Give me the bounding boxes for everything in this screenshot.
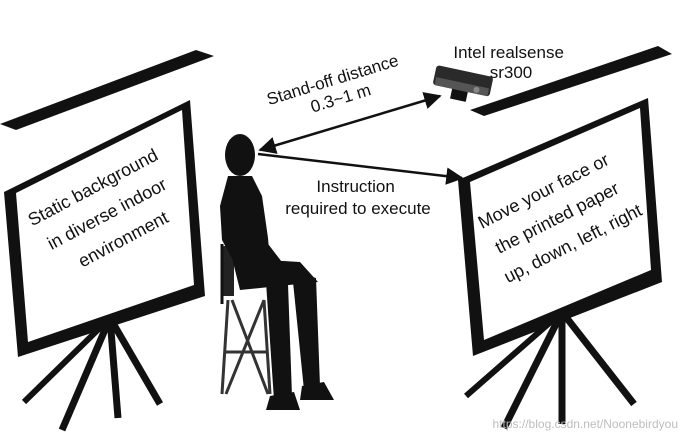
person-foot [266,392,300,410]
camera-label-line: sr300 [490,63,533,82]
left-screen-stand-leg [106,316,164,406]
person-head [225,134,255,176]
chair-leg [262,299,272,395]
right-projector-screen: Move your face or the printed paper up, … [458,46,672,430]
camera-mount [450,88,468,102]
instruction-label: Instruction required to execute [285,177,431,218]
chair-leg [224,299,266,395]
watermark: https://blog.csdn.net/Noonebirdyou [493,417,678,431]
instruction-label-line: required to execute [285,199,431,218]
person-lower-leg [266,282,292,400]
instruction-label-line: Instruction [316,177,394,196]
instruction-arrow [257,152,464,185]
left-screen-top-bar [0,50,214,130]
camera-lens [473,86,480,93]
camera-device [433,65,493,102]
chair-leg [230,299,270,395]
right-screen-stand-leg [559,309,637,407]
camera-label: Intel realsense sr300 [453,43,568,82]
left-screen-surface [16,110,194,342]
left-screen-stand-leg [21,315,113,405]
left-projector-screen: Static background in diverse indoor envi… [0,50,214,432]
chair-back [222,246,234,296]
camera-label-line: Intel realsense [453,43,564,62]
chair-leg [220,299,230,395]
right-screen-top-bar [470,46,672,116]
seated-person-silhouette [220,134,334,410]
standoff-distance-arrow [258,92,442,154]
person-foot [300,382,334,400]
standoff-label: Stand-off distance 0.3~1 m [264,49,411,128]
right-screen-stand-leg [464,309,564,399]
right-screen-stand-leg [500,310,566,430]
left-screen-stand-leg [58,316,114,432]
left-screen-stand-leg [106,317,122,419]
person-lower-leg [292,272,320,390]
person-arm [238,190,288,278]
right-screen-surface [470,108,651,340]
